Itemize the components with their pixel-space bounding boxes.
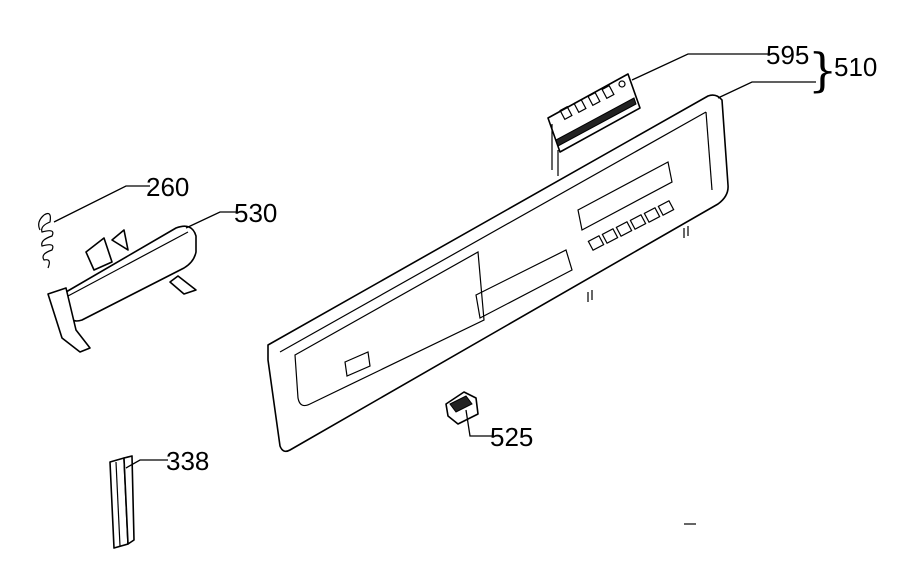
control-knob — [445, 391, 479, 425]
spring — [38, 212, 54, 269]
trim-strip — [109, 455, 135, 549]
circuit-board — [547, 73, 641, 176]
label-510: 510 — [834, 52, 877, 82]
label-338: 338 — [166, 446, 209, 476]
label-525: 525 — [490, 422, 533, 452]
leader-lines — [53, 53, 816, 469]
control-panel-fascia — [267, 94, 729, 453]
label-595: 595 — [766, 40, 809, 70]
brace-510: } — [808, 43, 837, 97]
label-530: 530 — [234, 198, 277, 228]
panel-button-row — [587, 199, 675, 252]
door-handle — [47, 225, 197, 353]
label-260: 260 — [146, 172, 189, 202]
